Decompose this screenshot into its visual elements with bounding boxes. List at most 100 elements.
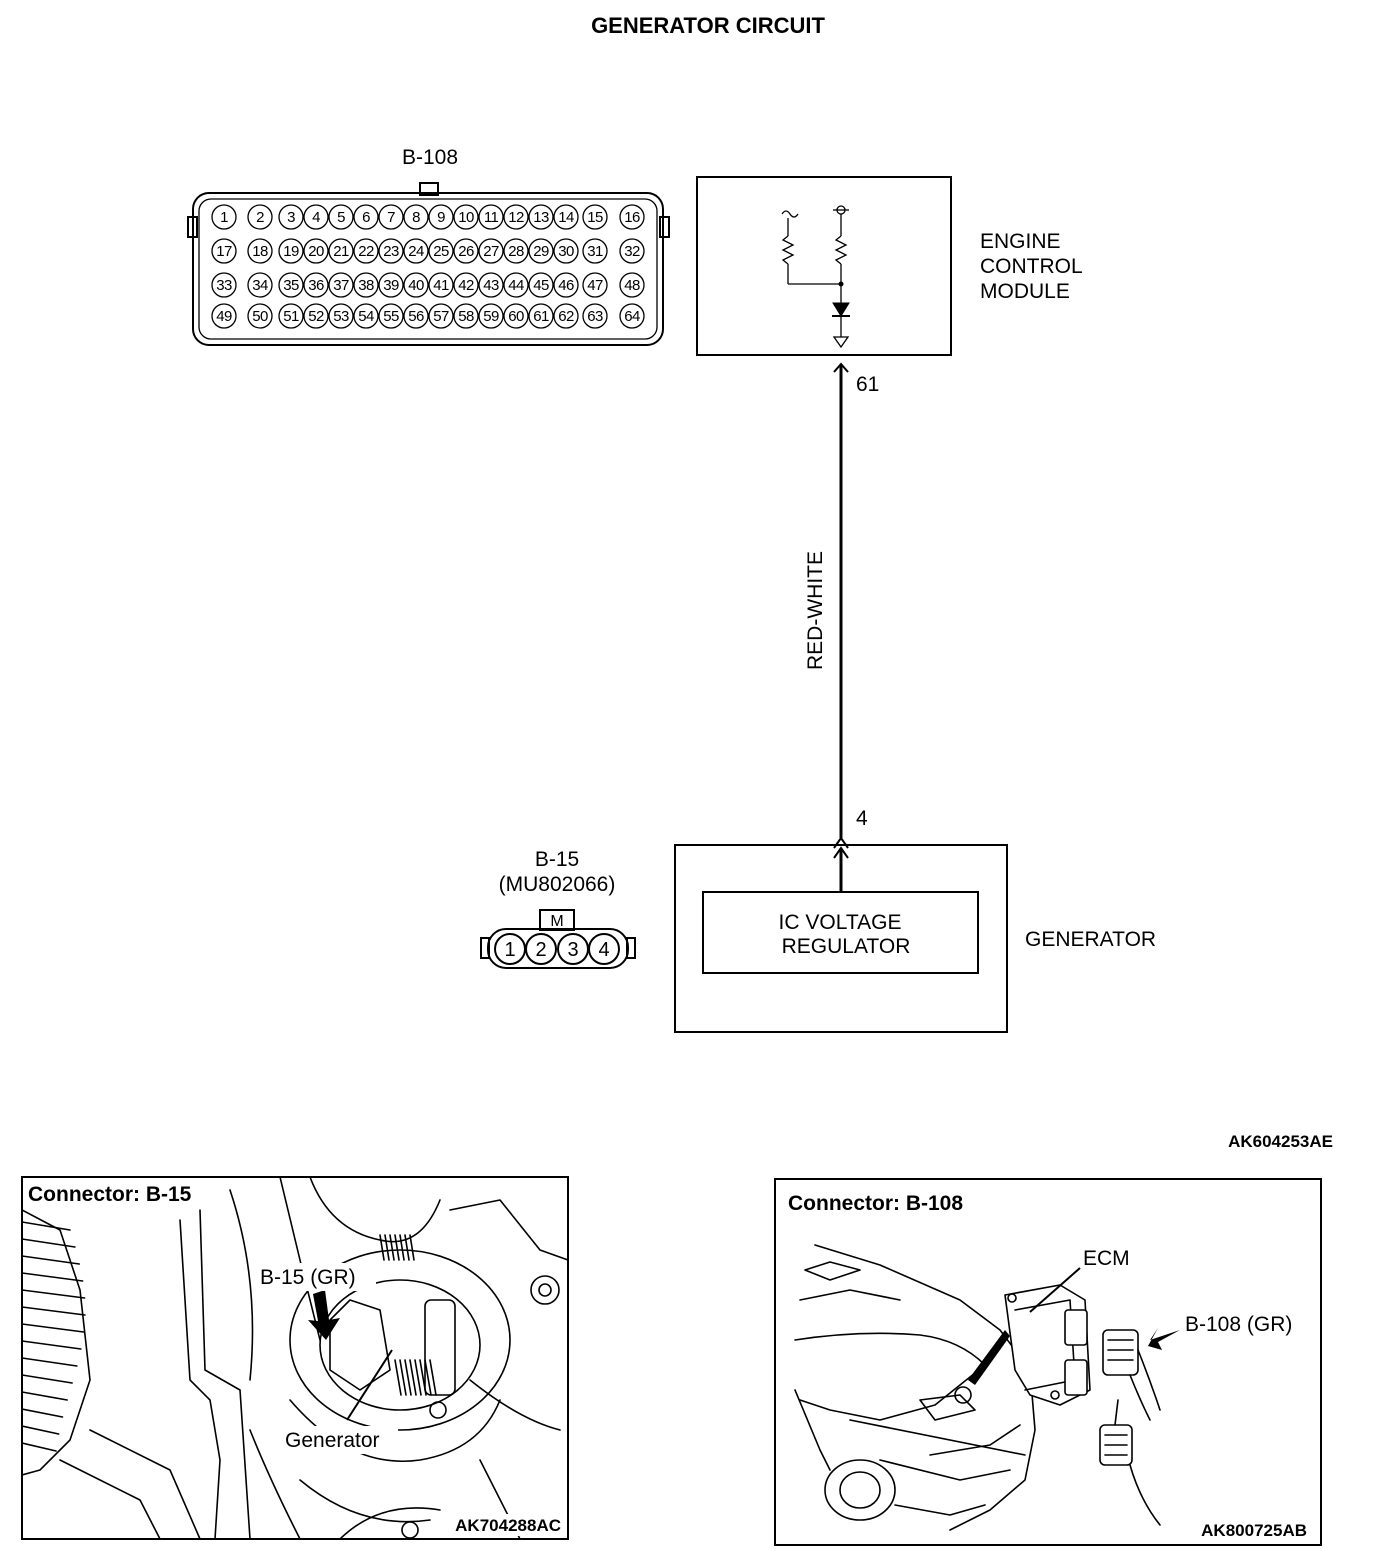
vehicle-illustration [794, 1244, 1180, 1531]
photo-b108-component: ECM [1083, 1247, 1130, 1270]
ecm-pin-socket [303, 272, 329, 298]
ecm-pin-socket [428, 272, 454, 298]
generator-pin-number: 4 [598, 939, 609, 961]
generator: IC VOLTAGE REGULATOR GENERATOR [674, 844, 1156, 1033]
diagram-title: GENERATOR CIRCUIT [591, 13, 825, 38]
ecm-pin-socket [582, 204, 608, 230]
connector-key: M [550, 913, 563, 930]
ecm-pin-socket [503, 303, 529, 329]
ecm-pin-number: 64 [624, 308, 640, 325]
ecm-label-line1: ENGINE [980, 230, 1061, 253]
ecm-pin-socket [353, 238, 379, 264]
ecm-pin-socket [278, 204, 304, 230]
ecm-pin-number: 46 [558, 277, 574, 294]
ecm-pin-number: 59 [483, 308, 499, 325]
ecm-pin-number: 30 [558, 243, 574, 260]
ecm-pin-socket [303, 204, 329, 230]
ecm-pin-socket [403, 238, 429, 264]
ecm-pin-socket [582, 272, 608, 298]
ecm-pin-number: 36 [308, 277, 324, 294]
ecm-pin-number: 5 [337, 209, 345, 226]
photo-b15-callout: B-15 (GR) [260, 1266, 356, 1289]
ecm-pin-socket [619, 303, 645, 329]
ecm-pin-number: 29 [533, 243, 549, 260]
ecm-pin-socket [403, 303, 429, 329]
ecm-pin-number: 19 [283, 243, 299, 260]
ecm-pin-socket [503, 204, 529, 230]
ecm-pin-number: 38 [358, 277, 374, 294]
ecm-pin-socket [453, 204, 479, 230]
ecm-pin-socket [453, 272, 479, 298]
ecm-pin-socket [619, 204, 645, 230]
ecm-connector-label: B-108 [402, 146, 458, 169]
ecm-pin-socket [478, 303, 504, 329]
wire-color-label: RED-WHITE [804, 551, 827, 670]
ecm-pin-socket [211, 238, 237, 264]
ecm-pin-socket [478, 204, 504, 230]
ecm-pin-socket [328, 272, 354, 298]
figure-code: AK604253AE [1228, 1132, 1333, 1151]
photo-panel-b108: Connector: B-108 [774, 1178, 1322, 1546]
ecm-pin-socket [582, 238, 608, 264]
ecm-pin-number: 10 [458, 209, 474, 226]
ecm-pin-number: 24 [408, 243, 424, 260]
photo-panel-b15: Connector: B-15 B-15 (GR) Generator AK70… [21, 1176, 569, 1540]
regulator-label-line2: REGULATOR [782, 935, 911, 958]
ecm-pin-number: 9 [437, 209, 445, 226]
ecm-pin-number: 7 [387, 209, 395, 226]
ecm-pin-number: 62 [558, 308, 574, 325]
ecm-pin-socket [378, 238, 404, 264]
generator-connector-label: B-15 [535, 848, 579, 871]
ecm-pin-number: 37 [333, 277, 349, 294]
ecm-pin-number: 40 [408, 277, 424, 294]
ecm-pin-number: 54 [358, 308, 374, 325]
ecm-pin-socket [403, 272, 429, 298]
ecm-pin-number: 47 [587, 277, 603, 294]
ecm-pin-socket [378, 272, 404, 298]
ecm-pin-number: 51 [283, 308, 299, 325]
ecm-pin-number: 28 [508, 243, 524, 260]
ecm-pin-socket [247, 238, 273, 264]
ecm-pin-number: 50 [252, 308, 268, 325]
ecm-pin-number: 18 [252, 243, 268, 260]
ecm-pin-socket [503, 272, 529, 298]
ecm-pin-number: 22 [358, 243, 374, 260]
generator-pin-number: 1 [504, 939, 515, 961]
ecm-pin-number: 26 [458, 243, 474, 260]
ecm-pin-number: 49 [216, 308, 232, 325]
ecm-pin-number: 32 [624, 243, 640, 260]
ecm-pin-number: 3 [287, 209, 295, 226]
ecm-pin-number: 1 [220, 209, 228, 226]
red-white-wire: 61 4 RED-WHITE [804, 362, 879, 859]
ecm-pin-socket [278, 303, 304, 329]
photo-b15-component: Generator [285, 1429, 380, 1452]
ecm-pin-socket [453, 238, 479, 264]
ecm-pin-socket [211, 303, 237, 329]
ecm-pin-number: 53 [333, 308, 349, 325]
generator-label: GENERATOR [1025, 928, 1156, 951]
generator-connector-part: (MU802066) [499, 873, 616, 896]
ecm-pin-socket [303, 303, 329, 329]
ecm-pin-socket [353, 272, 379, 298]
ecm-pin-number: 39 [383, 277, 399, 294]
regulator-label-line1: IC VOLTAGE [779, 911, 902, 934]
ecm-pin-number: 16 [624, 209, 640, 226]
ecm-pin-number: 13 [533, 209, 549, 226]
ecm-pin-socket [211, 272, 237, 298]
ecm-pin-61: 61 [856, 373, 879, 396]
ecm-pin-socket [303, 238, 329, 264]
ecm-pin-number: 43 [483, 277, 499, 294]
ecm-pin-socket [328, 238, 354, 264]
ecm-pin-number: 44 [508, 277, 524, 294]
engine-bay-illustration [22, 1177, 568, 1539]
ecm-pin-socket [353, 204, 379, 230]
ecm-pin-number: 35 [283, 277, 299, 294]
ecm-pin-number: 21 [333, 243, 349, 260]
ecm-pin-number: 58 [458, 308, 474, 325]
ecm-pin-number: 56 [408, 308, 424, 325]
ecm-pin-socket [528, 272, 554, 298]
ecm-pin-number: 45 [533, 277, 549, 294]
